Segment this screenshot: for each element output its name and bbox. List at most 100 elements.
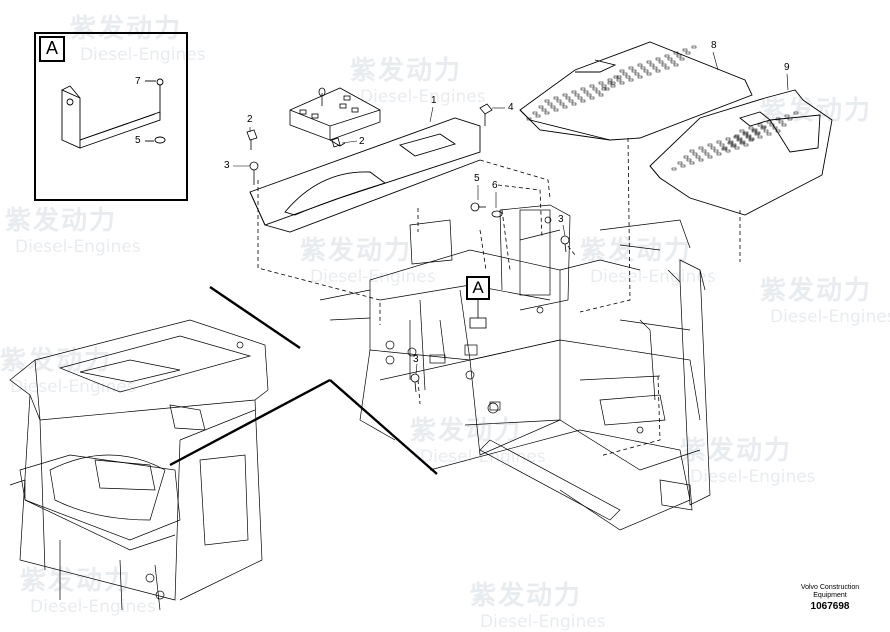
grip-dot bbox=[574, 93, 580, 97]
grip-dot bbox=[721, 147, 727, 151]
grip-dot bbox=[766, 120, 772, 124]
drawing-id: 1067698 bbox=[810, 601, 850, 612]
grip-dot bbox=[544, 111, 550, 115]
grip-dot bbox=[637, 63, 643, 67]
grip-dot bbox=[784, 114, 790, 118]
grip-dot bbox=[745, 135, 751, 139]
grip-dot bbox=[710, 146, 716, 150]
grip-dot bbox=[616, 78, 622, 82]
grip-dot bbox=[595, 90, 601, 94]
grip-dot bbox=[725, 137, 731, 141]
grip-dot bbox=[673, 63, 679, 67]
grip-dot bbox=[760, 126, 766, 130]
grip-dot bbox=[743, 143, 749, 147]
grip-dot bbox=[661, 63, 667, 67]
grip-dot bbox=[683, 155, 689, 159]
grip-dot bbox=[775, 129, 781, 133]
grip-dot bbox=[781, 123, 787, 127]
grip-dot bbox=[736, 138, 742, 142]
grip-dot bbox=[793, 111, 799, 115]
grip-dot bbox=[730, 144, 736, 148]
grip-dot bbox=[541, 108, 547, 112]
grip-dot bbox=[598, 93, 604, 97]
grip-dot bbox=[553, 96, 559, 100]
grip-dot bbox=[547, 102, 553, 106]
part-number-2: 2 bbox=[359, 136, 365, 147]
grip-dot bbox=[619, 81, 625, 85]
grip-dot bbox=[532, 111, 538, 115]
fasteners bbox=[246, 103, 570, 393]
grip-dot bbox=[625, 75, 631, 79]
grip-dot bbox=[673, 51, 679, 55]
grip-dot bbox=[544, 99, 550, 103]
grip-dot bbox=[610, 81, 616, 85]
grip-dot bbox=[670, 60, 676, 64]
control-panel bbox=[289, 87, 381, 147]
grip-dot bbox=[733, 135, 739, 139]
part-number-5: 5 bbox=[135, 135, 141, 146]
part-number-3: 3 bbox=[558, 214, 564, 225]
grip-dot bbox=[604, 87, 610, 91]
grip-dot bbox=[628, 66, 634, 70]
grip-dot bbox=[583, 90, 589, 94]
grip-dot bbox=[680, 164, 686, 168]
grip-dot bbox=[658, 60, 664, 64]
grip-dot bbox=[565, 96, 571, 100]
grip-dot bbox=[559, 102, 565, 106]
grip-dot bbox=[526, 117, 532, 121]
detail-a-box: A bbox=[34, 32, 188, 201]
grip-dot bbox=[586, 93, 592, 97]
grip-dot bbox=[535, 114, 541, 118]
grip-dot bbox=[553, 108, 559, 112]
grip-dot bbox=[616, 75, 622, 79]
grip-dot bbox=[628, 78, 634, 82]
machine-overview bbox=[9, 319, 269, 611]
grip-dot bbox=[679, 57, 685, 61]
grip-dot bbox=[775, 117, 781, 121]
grip-dot bbox=[695, 155, 701, 159]
part-number-2: 2 bbox=[247, 114, 253, 125]
grip-dot bbox=[757, 123, 763, 127]
grip-dot bbox=[655, 57, 661, 61]
grip-dot bbox=[607, 78, 613, 82]
part-number-8: 8 bbox=[711, 40, 717, 51]
part-number-6: 6 bbox=[492, 180, 498, 191]
grip-dot bbox=[716, 140, 722, 144]
grip-dot bbox=[631, 69, 637, 73]
grip-dot bbox=[562, 105, 568, 109]
grip-dot bbox=[667, 57, 673, 61]
grip-dot bbox=[713, 149, 719, 153]
assembly-dashed-lines bbox=[257, 137, 741, 457]
grip-dot bbox=[568, 99, 574, 103]
grip-dot bbox=[763, 129, 769, 133]
grip-dot bbox=[655, 69, 661, 73]
drawing-footer: Volvo Construction Equipment 1067698 bbox=[775, 584, 885, 613]
grip-dot bbox=[646, 72, 652, 76]
grip-dot bbox=[701, 149, 707, 153]
floor-mat-8 bbox=[519, 41, 753, 141]
part-number-1: 1 bbox=[431, 95, 437, 106]
grip-dot bbox=[677, 161, 683, 165]
floor-mat-8-grips bbox=[526, 45, 697, 121]
part-number-5: 5 bbox=[474, 173, 480, 184]
detail-leader-lines bbox=[169, 286, 438, 475]
grip-dot bbox=[550, 105, 556, 109]
part-number-7: 7 bbox=[135, 76, 141, 87]
grip-dot bbox=[734, 146, 740, 150]
grip-dot bbox=[601, 87, 607, 91]
grip-dot bbox=[787, 117, 793, 121]
grip-dot bbox=[664, 54, 670, 58]
floor-mat-9-grips bbox=[671, 111, 799, 171]
floor-mat-9 bbox=[649, 89, 833, 216]
grip-dot bbox=[619, 69, 625, 73]
grip-dot bbox=[671, 167, 677, 171]
company-name: Volvo Construction bbox=[800, 584, 860, 591]
grip-dot bbox=[664, 66, 670, 70]
grip-dot bbox=[652, 66, 658, 70]
detail-a-label: A bbox=[39, 36, 65, 62]
grip-dot bbox=[607, 81, 613, 85]
grip-dot bbox=[577, 96, 583, 100]
grip-dot bbox=[769, 123, 775, 127]
grip-dot bbox=[707, 143, 713, 147]
